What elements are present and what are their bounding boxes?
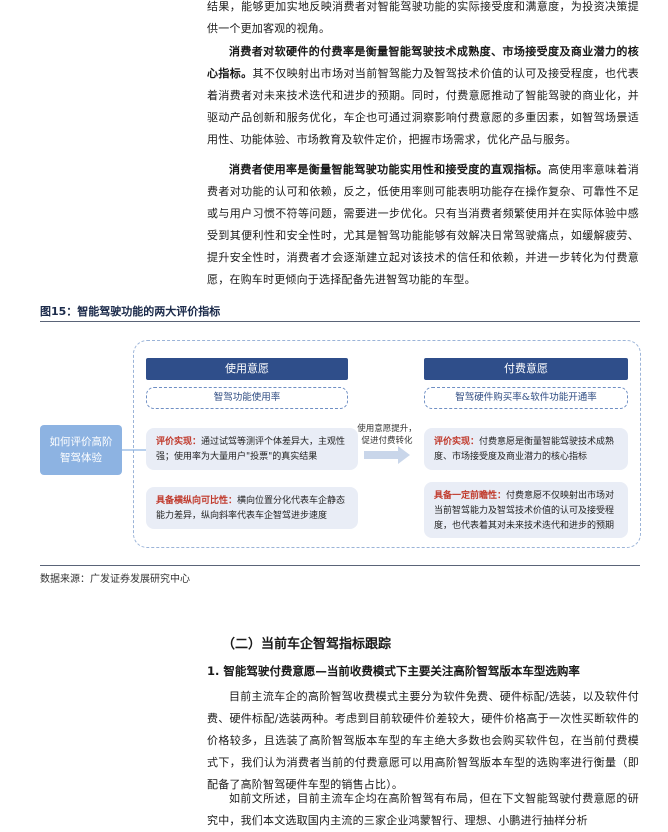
right-card-forward-looking-lead: 具备一定前瞻性： — [434, 491, 507, 501]
arrow-right-icon — [364, 446, 410, 464]
right-card-evaluation: 评价实现：付费意愿是衡量智能驾驶技术成熟度、市场接受度及商业潜力的核心指标 — [424, 428, 628, 470]
figure-frame — [133, 340, 641, 548]
paragraph-payment-rate: 消费者对软硬件的付费率是衡量智能驾驶技术成熟度、市场接受度及商业潜力的核心指标。… — [207, 45, 639, 146]
paragraph-payment-rate-lead: 消费者对软硬件的付费率是衡量智能驾驶技术成熟度、市场接受度及商业潜力的核心指标。 — [207, 45, 639, 80]
arrow-label: 使用意愿提升，促进付费转化 — [357, 424, 417, 446]
right-column-metric: 智驾硬件购买率&软件功能开通率 — [424, 387, 628, 409]
left-column-metric: 智驾功能使用率 — [146, 387, 348, 409]
paragraph-charging-model: 目前主流车企的高阶智驾收费模式主要分为软件免费、硬件标配/选装，以及软件付费、硬… — [207, 690, 639, 791]
paragraph-sample-analysis: 如前文所述，目前主流车企均在高阶智驾有布局，但在下文智能驾驶付费意愿的研究中，我… — [207, 792, 639, 827]
subsection-heading: 1. 智能驾驶付费意愿—当前收费模式下主要关注高阶智驾版本车型选购率 — [207, 664, 580, 678]
right-column-header: 付费意愿 — [424, 358, 628, 380]
left-card-comparability-lead: 具备横纵向可比性： — [156, 496, 238, 506]
left-card-evaluation-lead: 评价实现： — [156, 437, 202, 447]
right-card-forward-looking: 具备一定前瞻性：付费意愿不仅映射出市场对当前智驾能力及智驾技术价值的认可及接受程… — [424, 482, 628, 538]
paragraph-usage-rate: 消费者使用率是衡量智能驾驶功能实用性和接受度的直观指标。高使用率意味着消费者对功… — [207, 163, 639, 286]
left-column-header: 使用意愿 — [146, 358, 348, 380]
figure-source: 数据来源：广发证券发展研究中心 — [40, 574, 190, 585]
paragraph-usage-rate-lead: 消费者使用率是衡量智能驾驶功能实用性和接受度的直观指标。 — [229, 163, 549, 176]
figure-title: 图15：智能驾驶功能的两大评价指标 — [40, 305, 221, 318]
figure-top-rule — [40, 321, 640, 322]
figure-bottom-rule — [40, 565, 640, 566]
left-card-comparability: 具备横纵向可比性：横向位置分化代表车企静态能力差异，纵向斜率代表车企智驾进步速度 — [146, 487, 358, 529]
left-card-evaluation: 评价实现：通过试驾等测评个体差异大，主观性强；使用率为大量用户"投票"的真实结果 — [146, 428, 358, 470]
right-card-evaluation-lead: 评价实现： — [434, 437, 480, 447]
section-heading: （二）当前车企智驾指标跟踪 — [222, 637, 392, 652]
intro-paragraph-tail: 结果，能够更加实地反映消费者对智能驾驶功能的实际接受度和满意度，为投资决策提供一… — [207, 0, 639, 35]
evaluation-root-box: 如何评价高阶智驾体验 — [40, 425, 122, 475]
evaluation-root-label: 如何评价高阶智驾体验 — [49, 436, 113, 464]
